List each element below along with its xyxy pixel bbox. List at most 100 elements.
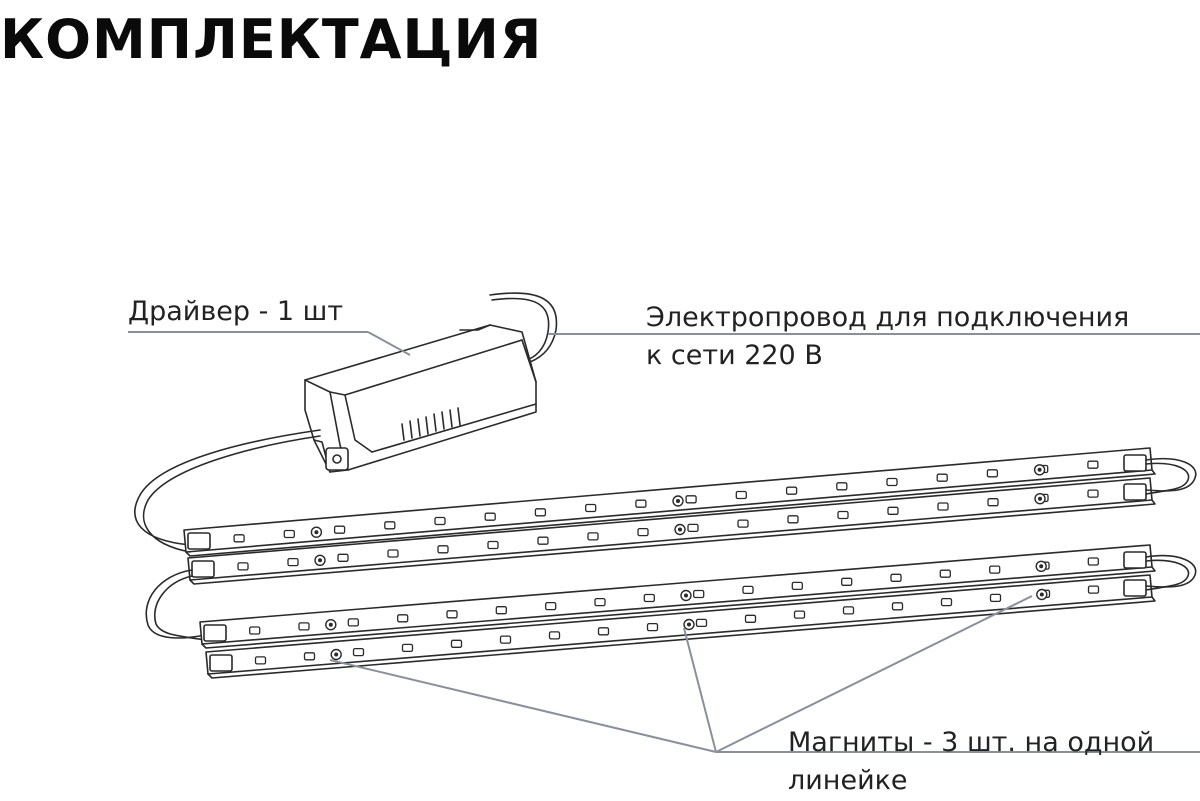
led-chip [384, 521, 396, 530]
led-chip [737, 519, 749, 528]
led-chip [1087, 460, 1099, 469]
led-chip [545, 601, 557, 611]
label-driver: Драйвер - 1 шт [128, 296, 344, 327]
led-chip [237, 562, 249, 571]
magnet-center [318, 558, 322, 563]
led-chip [434, 516, 446, 526]
led-chip [287, 557, 299, 567]
led-chip [785, 486, 798, 495]
led-chip [791, 581, 803, 591]
leader-lines [128, 331, 1200, 753]
led-chip [337, 553, 349, 562]
led-chip [450, 639, 463, 648]
led-chip [687, 523, 699, 533]
led-chip [793, 610, 806, 619]
led-chip [347, 618, 359, 627]
jumper-wire [1145, 559, 1190, 591]
led-chip [594, 597, 606, 607]
strip-connector [1123, 551, 1147, 569]
led-chip [986, 469, 999, 478]
driver-vents [401, 407, 461, 441]
led-chip [249, 626, 261, 635]
led-chip [487, 540, 499, 550]
driver-box [304, 324, 537, 473]
led-strip-4 [205, 574, 1156, 679]
strip-connector [187, 532, 211, 550]
led-chip [437, 545, 449, 554]
led-chip [397, 614, 409, 623]
led-chip [939, 569, 951, 578]
led-chip [987, 498, 999, 507]
led-chip [298, 622, 310, 631]
led-strip-3 [199, 544, 1156, 649]
led-chip [303, 652, 316, 661]
led-chip [936, 473, 948, 482]
led-chip [695, 618, 708, 628]
led-chip [1087, 585, 1100, 594]
leader-line-magnet-2 [683, 627, 717, 753]
led-chip [837, 510, 849, 520]
led-chip [887, 506, 899, 515]
led-chip [735, 490, 747, 500]
led-chip [989, 593, 1002, 603]
led-chip [637, 527, 649, 537]
led-chip [842, 606, 855, 615]
magnet-center [1037, 467, 1042, 472]
leader-line-driver [367, 331, 411, 356]
led-chip [890, 573, 902, 582]
led-chip [484, 512, 496, 521]
driver-output-wires [134, 429, 321, 553]
led-chip [989, 565, 1001, 574]
led-chip [891, 602, 904, 611]
magnet-center [687, 622, 691, 627]
led-chip [693, 589, 705, 599]
led-chip [597, 627, 610, 636]
led-chip [787, 515, 799, 524]
label-magnets: Магниты - 3 шт. на одной [788, 727, 1155, 758]
led-strip-2 [187, 477, 1156, 585]
led-chip [646, 622, 659, 632]
led-chip [495, 606, 507, 615]
magnet-center [1038, 496, 1042, 501]
led-chip [940, 597, 953, 607]
led-chip [1087, 489, 1099, 498]
led-chip [446, 610, 458, 619]
magnet-center [334, 652, 339, 657]
led-chip [1087, 557, 1099, 566]
jumper-wire [1145, 462, 1190, 495]
magnet-center [314, 530, 319, 535]
led-chip [401, 643, 414, 653]
led-chip [333, 525, 346, 534]
led-chip [233, 534, 245, 543]
led-chip [685, 495, 697, 504]
strip-connector [1123, 579, 1147, 597]
label-power-cable: Электропровод для подключения [646, 302, 1130, 333]
led-chip [937, 502, 949, 511]
led-chip [836, 482, 848, 491]
led-chip [387, 549, 399, 558]
led-chip [587, 532, 599, 541]
leader-line-magnet-1 [329, 659, 717, 753]
led-chip [499, 635, 512, 644]
led-chip [548, 631, 561, 640]
label-power-cable-line2: к сети 220 В [646, 340, 823, 371]
led-chip [352, 647, 365, 657]
led-chip [534, 508, 547, 517]
magnet-center [1039, 592, 1044, 597]
label-magnets-line2: линейке [788, 765, 908, 796]
magnet-center [1039, 564, 1044, 569]
magnet-center [676, 499, 680, 503]
led-chip [585, 503, 597, 513]
led-strip-1 [183, 447, 1156, 557]
leader-line-magnet-3 [715, 595, 1033, 753]
led-chip [886, 477, 898, 487]
page-title: КОМПЛЕКТАЦИЯ [0, 8, 543, 71]
strip-connector [1123, 454, 1147, 472]
driver-power-cable [489, 292, 558, 363]
magnet-center [684, 593, 688, 598]
strip-connector [1123, 483, 1147, 501]
led-chip [742, 585, 754, 595]
led-chips [233, 460, 1100, 665]
jumper-wire [145, 569, 206, 639]
